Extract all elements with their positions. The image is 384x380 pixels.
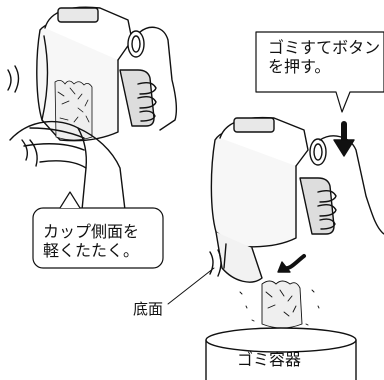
dust-bin-label: ゴミ容器 (237, 350, 302, 369)
tap-cup-label-line1: カップ側面を (43, 222, 140, 241)
bottom-label: 底面 (133, 300, 164, 318)
debris-illustration (239, 280, 320, 329)
press-callout-bubble (255, 31, 384, 113)
tap-callout-bubble (32, 207, 164, 269)
press-button-label: ゴミすてボタン を押す。 (268, 38, 380, 76)
press-button-label-line2: を押す。 (268, 57, 331, 76)
tap-cup-label-line2: 軽くたたく。 (43, 241, 140, 260)
down-arrow-icon (333, 121, 355, 157)
press-button-label-line1: ゴミすてボタン (268, 38, 381, 57)
tap-cup-label: カップ側面を 軽くたたく。 (43, 222, 139, 260)
trash-bin-illustration (205, 327, 357, 380)
right-dust-cup-illustration (209, 116, 384, 283)
curved-arrow-icon (277, 254, 306, 273)
left-dust-cup-illustration (7, 6, 178, 211)
